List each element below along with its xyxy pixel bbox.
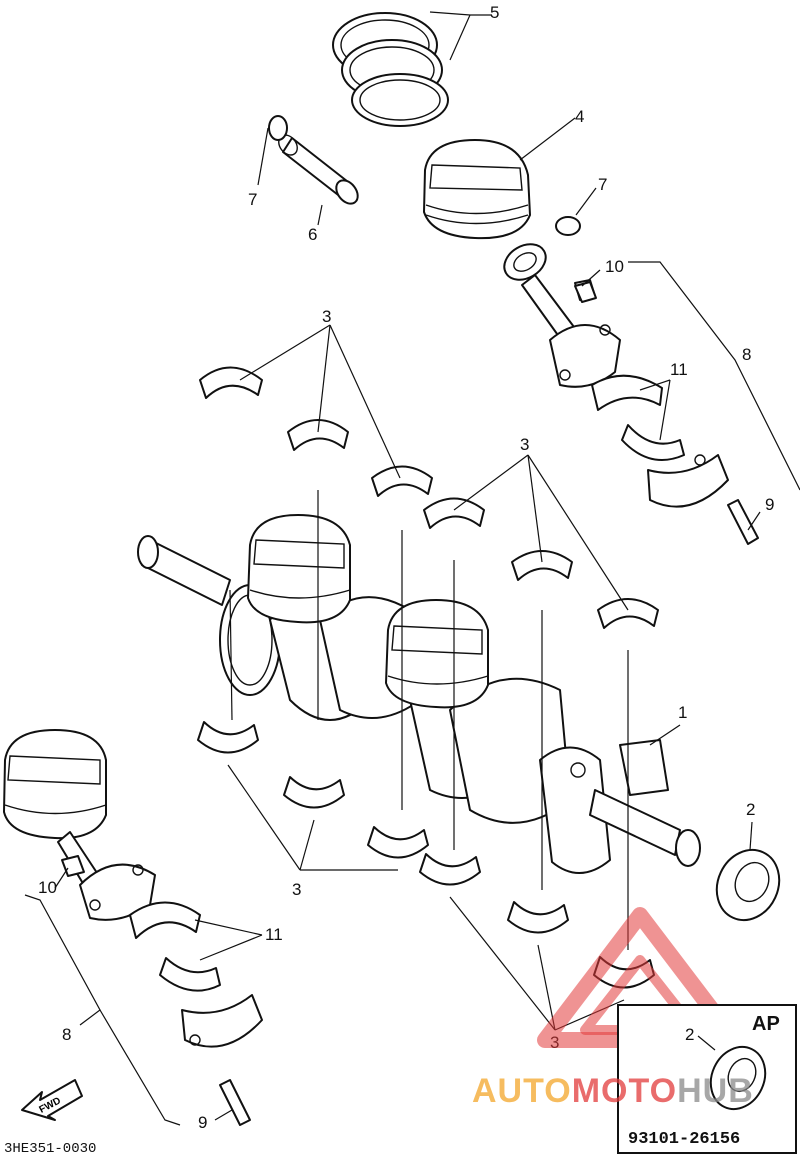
fwd-arrow: FWD (21, 1079, 83, 1121)
drawing-code: 3HE351-0030 (4, 1141, 96, 1157)
callout-4: 4 (575, 107, 584, 126)
rod-bearing-lower (129, 901, 263, 1048)
connecting-rod-top (503, 243, 621, 388)
callout-3-upper-right: 3 (520, 435, 529, 454)
callout-10-top: 10 (605, 257, 624, 276)
piston-mid-left (247, 514, 351, 624)
main-bearings-upper (199, 366, 659, 629)
rod-bearing-top (591, 374, 729, 508)
ap-label: AP (752, 1013, 780, 1035)
leader-lines (24, 11, 800, 1126)
callout-10-lower: 10 (38, 878, 57, 897)
rod-bolt-lower (219, 1079, 251, 1126)
ap-part-number: 93101-26156 (628, 1130, 740, 1149)
callout-8-lower: 8 (62, 1025, 71, 1044)
piston-pin (278, 134, 359, 205)
piston-mid-right (385, 599, 489, 709)
callout-11-top: 11 (670, 360, 688, 379)
connecting-rod-lower (57, 831, 156, 921)
rod-bolt-top (727, 499, 759, 545)
svg-text:AUTOMOTOHUB: AUTOMOTOHUB (472, 1072, 754, 1110)
callout-5: 5 (490, 3, 499, 22)
callout-9-top: 9 (765, 495, 774, 514)
ap-callout-2: 2 (685, 1025, 694, 1044)
callout-3-lower-left: 3 (292, 880, 301, 899)
callout-9-lower: 9 (198, 1113, 207, 1132)
callout-1: 1 (678, 703, 687, 722)
piston-lower-left (3, 729, 107, 840)
rod-nut-top (574, 281, 597, 303)
callout-7-left: 7 (248, 190, 257, 209)
callout-7-right: 7 (598, 175, 607, 194)
callout-6: 6 (308, 225, 317, 244)
callout-8-top: 8 (742, 345, 751, 364)
oil-seal (715, 848, 781, 922)
watermark-part3: HUB (677, 1072, 754, 1110)
callout-11-lower: 11 (265, 925, 283, 944)
watermark-text: AUTOMOTOHUB (472, 1072, 754, 1110)
piston-top (423, 139, 531, 240)
circlip-right (555, 216, 581, 236)
circlip-left (268, 115, 288, 141)
ap-box: AP 2 93101-26156 (617, 1004, 797, 1154)
watermark-part1: AUTO (472, 1072, 572, 1110)
piston-rings (332, 12, 449, 127)
callout-3-upper-left: 3 (322, 307, 331, 326)
watermark-part2: MOTO (572, 1072, 677, 1110)
callout-2: 2 (746, 800, 755, 819)
